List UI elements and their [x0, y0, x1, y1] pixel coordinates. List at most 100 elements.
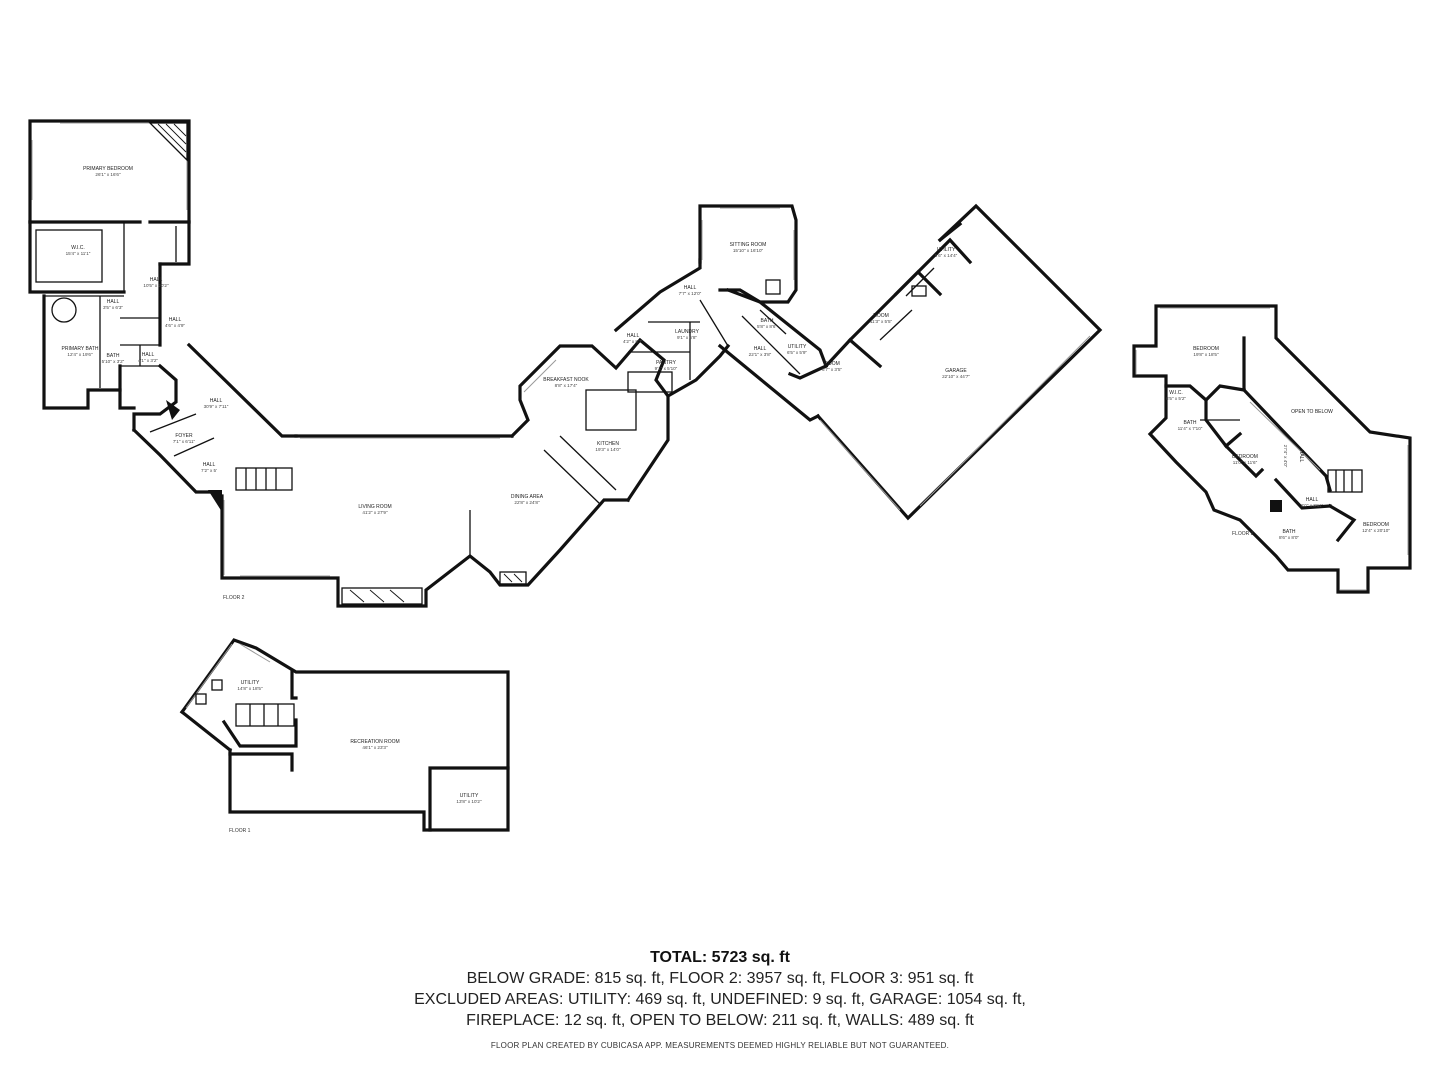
area-breakdown-line-3: FIREPLACE: 12 sq. ft, OPEN TO BELOW: 211…: [466, 1012, 974, 1029]
room-primary-bedroom-dims: 26'1" x 16'6": [95, 172, 121, 177]
room-living-room-name: LIVING ROOM: [358, 504, 391, 510]
room-hall-c-dims: 4'6" x 4'9": [165, 323, 185, 328]
room-hall-b-name: HALL: [107, 299, 120, 305]
room-bath-c-name: BATH: [1184, 420, 1197, 426]
room-bath-d-name: BATH: [1283, 529, 1296, 535]
room-dining-area-dims: 22'8" x 24'8": [514, 500, 540, 505]
room-hall-j-name: HALL: [1298, 450, 1304, 463]
room-bath-b-dims: 5'8" x 8'6": [757, 324, 777, 329]
floor-2-plan: [28, 119, 1103, 608]
room-recreation-room-name: RECREATION ROOM: [350, 739, 399, 745]
room-utility-b-name: UTILITY: [937, 247, 956, 253]
room-hall-k-dims: 6'0" x 3'11": [1301, 503, 1324, 508]
room-hall-i-dims: 22'1" x 3'8": [749, 352, 772, 357]
room-hall-d-name: HALL: [142, 352, 155, 358]
room-hall-h-name: HALL: [684, 285, 697, 291]
wall-floor-1-outer: [179, 638, 510, 832]
room-living-room-dims: 41'2" x 27'9": [362, 510, 388, 515]
room-hall-f-dims: 7'2" x 5': [201, 468, 217, 473]
room-utility-b-dims: 5'6" x 14'4": [935, 253, 958, 258]
fireplace-living: [341, 587, 423, 605]
room-pantry-dims: 9'1" x 5'10": [655, 366, 678, 371]
room-garage-dims: 22'10" x 44'7": [942, 374, 970, 379]
room-kitchen-dims: 19'3" x 14'0": [595, 447, 621, 452]
room-sitting-room-dims: 15'10" x 16'10": [733, 248, 764, 253]
floor-1-plan: [179, 638, 510, 832]
fireplace-dining: [499, 571, 527, 585]
room-utility-d-name: UTILITY: [460, 793, 479, 799]
room-bedroom-c-name: BEDROOM: [1363, 522, 1389, 528]
room-labels: PRIMARY BEDROOM 26'1" x 16'6" W.I.C. 15'…: [62, 166, 1391, 834]
room-room-a-dims: 6'7" x 3'5": [822, 367, 842, 372]
wall-living-room: [220, 494, 630, 608]
room-primary-bath-dims: 12'4" x 19'6": [67, 352, 93, 357]
room-dining-area-name: DINING AREA: [511, 494, 544, 500]
total-area: TOTAL: 5723 sq. ft: [650, 949, 790, 966]
room-room-a-name: ROOM: [824, 361, 840, 367]
room-hall-a-name: HALL: [150, 277, 163, 283]
room-bath-a-name: BATH: [107, 353, 120, 359]
room-wic-3-dims: 6'5" x 5'2": [1166, 396, 1186, 401]
room-sitting-room-name: SITTING ROOM: [730, 242, 767, 248]
room-bedroom-a-dims: 19'8" x 18'5": [1193, 352, 1219, 357]
room-wic-name: W.I.C.: [71, 245, 85, 251]
room-pantry-name: PANTRY: [656, 360, 676, 366]
room-foyer-name: FOYER: [175, 433, 193, 439]
room-laundry-dims: 9'1" x 6'8": [677, 335, 697, 340]
wall-garage: [815, 203, 1103, 521]
room-utility-a-name: UTILITY: [788, 344, 807, 350]
room-laundry-name: LAUNDRY: [675, 329, 699, 335]
room-hall-d-dims: 4'1" x 3'2": [138, 358, 158, 363]
room-hall-h-dims: 7'7" x 12'0": [679, 291, 702, 296]
room-breakfast-nook-dims: 8'8" x 17'4": [555, 383, 578, 388]
room-room-b-dims: 11'3" x 5'5": [870, 319, 893, 324]
room-hall-e-name: HALL: [210, 398, 223, 404]
floor-3-label: FLOOR 3: [1232, 531, 1254, 537]
room-utility-c-dims: 14'8" x 18'5": [237, 686, 263, 691]
room-hall-j-dims: 27'4" x 4'0": [1283, 445, 1288, 468]
room-bath-d-dims: 8'6" x 8'0": [1279, 535, 1299, 540]
room-utility-a-dims: 6'5" x 5'9": [787, 350, 807, 355]
area-breakdown-line-2: EXCLUDED AREAS: UTILITY: 469 sq. ft, UND…: [414, 991, 1026, 1008]
room-hall-g-name: HALL: [627, 333, 640, 339]
room-hall-k-name: HALL: [1306, 497, 1319, 503]
wall-sitting-room: [698, 204, 798, 304]
room-bath-c-dims: 11'4" x 7'10": [1178, 426, 1203, 431]
room-hall-a-dims: 10'5" x 20'2": [143, 283, 169, 288]
room-bedroom-b-name: BEDROOM: [1232, 454, 1258, 460]
room-bedroom-b-dims: 11'0" x 11'6": [1233, 460, 1258, 465]
room-garage-name: GARAGE: [945, 368, 967, 374]
fireplace-hatch: [148, 122, 188, 162]
wall-floor-3-outer: [1132, 304, 1412, 594]
floor-1-label: FLOOR 1: [229, 828, 251, 834]
room-open-to-below-name: OPEN TO BELOW: [1291, 409, 1333, 415]
room-foyer-dims: 7'1" x 6'11": [173, 439, 196, 444]
room-wic-dims: 15'4" x 11'1": [66, 251, 91, 256]
room-hall-c-name: HALL: [169, 317, 182, 323]
room-bedroom-c-dims: 12'4" x 20'10": [1362, 528, 1390, 533]
room-recreation-room-dims: 46'1" x 23'3": [362, 745, 388, 750]
room-bedroom-a-name: BEDROOM: [1193, 346, 1219, 352]
room-room-b-name: ROOM: [873, 313, 889, 319]
room-hall-b-dims: 3'5" x 6'3": [103, 305, 123, 310]
floor-2-label: FLOOR 2: [223, 595, 245, 601]
room-primary-bedroom-name: PRIMARY BEDROOM: [83, 166, 133, 172]
wall-primary-bedroom: [28, 119, 191, 224]
room-hall-e-dims: 30'9" x 7'11": [204, 404, 229, 409]
disclaimer-text: FLOOR PLAN CREATED BY CUBICASA APP. MEAS…: [490, 1041, 950, 1050]
room-utility-d-dims: 13'8" x 10'2": [456, 799, 482, 804]
room-hall-g-dims: 4'2" x 8'7": [623, 339, 643, 344]
floor-3-plan: [1132, 304, 1412, 594]
room-wic-3-name: W.I.C.: [1169, 390, 1183, 396]
room-breakfast-nook-name: BREAKFAST NOOK: [543, 377, 589, 383]
room-bath-a-dims: 5'10" x 3'2": [102, 359, 125, 364]
area-summary: TOTAL: 5723 sq. ft BELOW GRADE: 815 sq. …: [0, 948, 1440, 1050]
room-utility-c-name: UTILITY: [241, 680, 260, 686]
room-hall-i-name: HALL: [754, 346, 767, 352]
area-breakdown-line-1: BELOW GRADE: 815 sq. ft, FLOOR 2: 3957 s…: [466, 970, 974, 987]
room-bath-b-name: BATH: [761, 318, 774, 324]
room-primary-bath-name: PRIMARY BATH: [62, 346, 99, 352]
room-hall-f-name: HALL: [203, 462, 216, 468]
room-kitchen-name: KITCHEN: [597, 441, 619, 447]
